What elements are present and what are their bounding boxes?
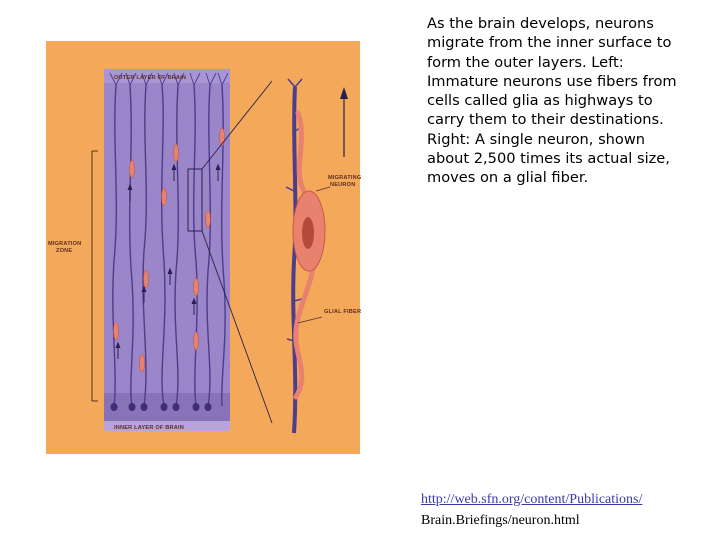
zoomed-neuron-nucleus <box>302 217 314 249</box>
tissue-arrows <box>115 163 221 359</box>
migrating-neuron-label-line2: NEURON <box>330 182 356 188</box>
caption-line: cells called glia as highways to <box>427 92 653 110</box>
caption-line: migrate from the inner surface to <box>427 34 672 52</box>
outer-layer-label: OUTER LAYER OF BRAIN <box>114 75 187 81</box>
illustration-graphic <box>91 69 348 434</box>
source-citation: http://web.sfn.org/content/Publications/… <box>421 489 642 531</box>
migrating-neurons <box>113 127 225 373</box>
brain-tissue-block <box>104 69 230 421</box>
glial-cell-bodies <box>110 403 212 411</box>
caption-line: As the brain develops, neurons <box>427 15 654 32</box>
source-link[interactable]: http://web.sfn.org/content/Publications/ <box>421 492 643 507</box>
caption-line: form the outer layers. Left: <box>427 53 624 71</box>
zoom-line-top <box>201 80 273 170</box>
zoomed-glial-fiber <box>291 86 298 434</box>
caption-line: Immature neurons use fibers from <box>427 72 677 90</box>
migration-zone-label-line1: MIGRATION <box>48 241 82 247</box>
neuron-migration-illustration: OUTER LAYER OF BRAIN INNER LAYER OF BRAI… <box>46 41 362 454</box>
zoom-selection-box <box>187 168 203 232</box>
glial-fibers <box>112 84 226 407</box>
caption-line: Right: A single neuron, shown <box>427 130 646 148</box>
zoom-line-bottom <box>201 230 273 424</box>
migrating-neuron-label-line1: MIGRATING <box>328 175 362 181</box>
source-path: Brain.Briefings/neuron.html <box>421 513 580 528</box>
caption-text: As the brain develops, neurons migrate f… <box>427 14 712 188</box>
caption-line: about 2,500 times its actual size, <box>427 150 670 168</box>
inner-layer-label: INNER LAYER OF BRAIN <box>114 425 184 431</box>
caption-line: moves on a glial fiber. <box>427 169 589 187</box>
caption-line: carry them to their destinations. <box>427 111 664 129</box>
migration-zone-label-line2: ZONE <box>56 248 73 254</box>
direction-arrow-head <box>340 87 348 99</box>
glial-fiber-label: GLIAL FIBER <box>324 309 362 315</box>
